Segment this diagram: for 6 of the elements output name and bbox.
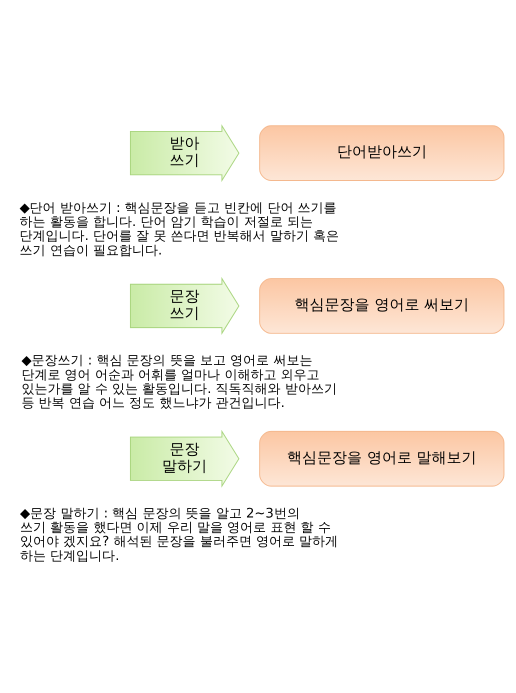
node-box: 단어받아쓰기 bbox=[259, 125, 504, 181]
label: ◆문장쓰기 : 핵심 문장의 뜻을 보고 영어로 써보는 단계로 영어 어순과 어휘를 얼마나 이해하고 외우고 있는가를 알 수 있는 활동입니다. 직독직해와 받아쓰기 등 반복 연습 어느 정도 했느냐가 관건입니다. bbox=[21, 354, 337, 412]
node-box: 핵심문장을 영어로 말해보기 bbox=[259, 430, 504, 487]
label: ◆문장 말하기 : 핵심 문장의 뜻을 알고 2~3번의 쓰기 활동을 했다면 이제 우리 말을 영어로 표현 할 수 있어야 겠지요? 해석된 문장을 불러주면 영어로 말하게 하는 단계입니다. bbox=[20, 506, 338, 564]
label: ◆단어 받아쓰기 : 핵심문장을 듣고 빈칸에 단어 쓰기를 하는 활동을 합니다. 단어 암기 학습이 저절로 되는 단계입니다. 단어를 잘 못 쓴다면 반복해서 말하기 혹은 쓰기 연습이 필요합니다. bbox=[20, 200, 340, 258]
node-box: 핵심문장을 영어로 써보기 bbox=[259, 278, 504, 334]
